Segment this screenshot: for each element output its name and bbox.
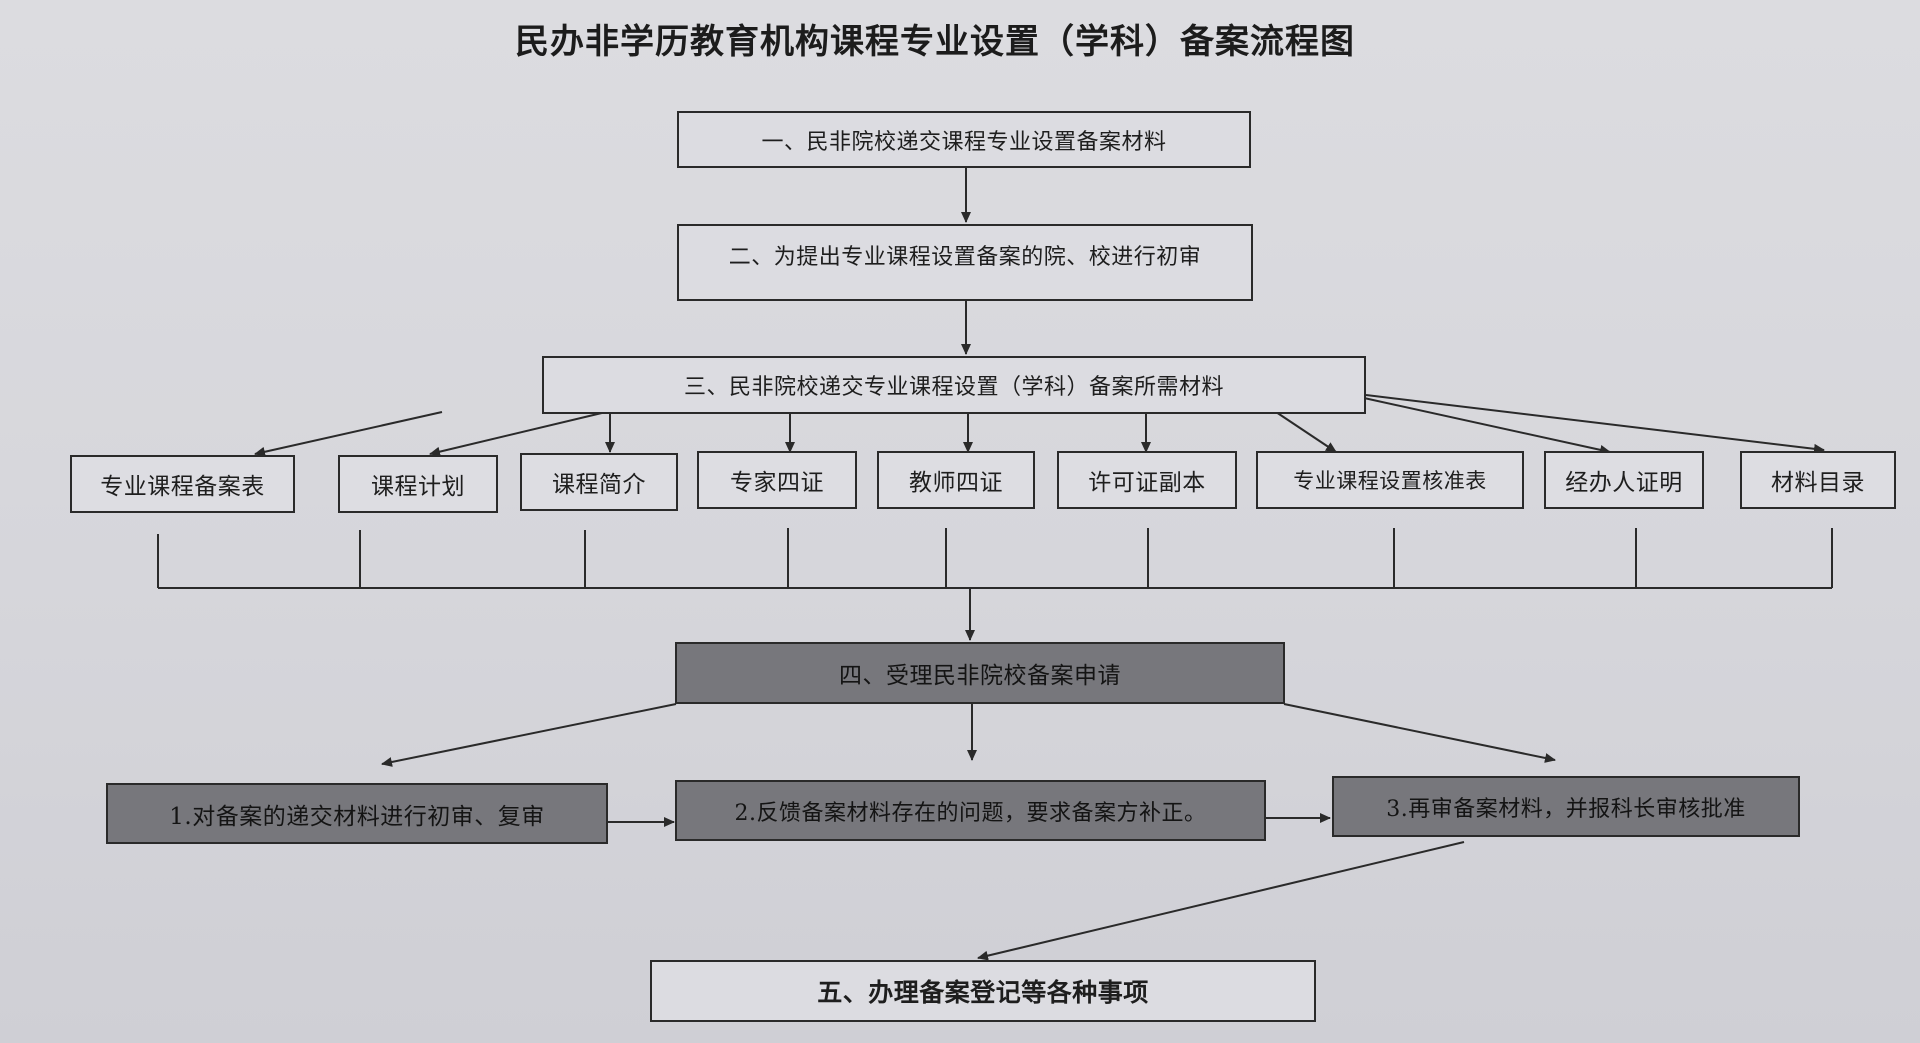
arrow-step3-doc-8 (1363, 397, 1611, 455)
step-3-box: 三、民非院校递交专业课程设置（学科）备案所需材料 (542, 356, 1366, 414)
step-1-label: 一、民非院校递交课程专业设置备案材料 (761, 129, 1167, 155)
document-box-8: 经办人证明 (1544, 451, 1704, 509)
step-3-label: 三、民非院校递交专业课程设置（学科）备案所需材料 (683, 375, 1224, 400)
review-step-1-box: 1.对备案的递交材料进行初审、复审 (106, 783, 608, 844)
arrow-step3-doc-2 (429, 411, 607, 457)
document-box-6: 许可证副本 (1057, 451, 1237, 509)
document-label: 经办人证明 (1565, 470, 1683, 496)
document-label: 专家四证 (730, 470, 824, 496)
review-step-3-label: 3.再审备案材料，并报科长审核批准 (1386, 796, 1746, 822)
step-2-box: 二、为提出专业课程设置备案的院、校进行初审 (677, 224, 1253, 301)
arrow-step3-doc-7 (1275, 411, 1337, 453)
step-1-box: 一、民非院校递交课程专业设置备案材料 (677, 111, 1251, 168)
document-label: 材料目录 (1771, 470, 1865, 496)
review-step-2-label: 2.反馈备案材料存在的问题，要求备案方补正。 (734, 800, 1207, 826)
document-box-3: 课程简介 (520, 453, 678, 511)
document-label: 教师四证 (909, 470, 1003, 496)
document-box-2: 课程计划 (338, 455, 498, 513)
arrow-step3-doc-9 (1365, 394, 1825, 454)
page-title: 民办非学历教育机构课程专业设置（学科）备案流程图 (515, 22, 1355, 62)
document-box-5: 教师四证 (877, 451, 1035, 509)
step-4-box: 四、受理民非院校备案申请 (675, 642, 1285, 704)
document-label: 专业课程备案表 (100, 474, 265, 500)
review-step-2-box: 2.反馈备案材料存在的问题，要求备案方补正。 (675, 780, 1266, 841)
step-2-label: 二、为提出专业课程设置备案的院、校进行初审 (728, 245, 1202, 270)
document-box-1: 专业课程备案表 (70, 455, 295, 513)
step-5-label: 五、办理备案登记等各种事项 (817, 978, 1149, 1007)
document-label: 专业课程设置核准表 (1293, 469, 1487, 493)
document-box-4: 专家四证 (697, 451, 857, 509)
step-5-box: 五、办理备案登记等各种事项 (650, 960, 1316, 1022)
document-label: 课程计划 (371, 474, 465, 500)
arrow-step4-review-3 (1283, 703, 1556, 763)
document-label: 许可证副本 (1088, 470, 1206, 496)
document-box-7: 专业课程设置核准表 (1256, 451, 1524, 509)
review-step-1-label: 1.对备案的递交材料进行初审、复审 (169, 803, 545, 830)
review-step-3-box: 3.再审备案材料，并报科长审核批准 (1332, 776, 1800, 837)
arrow-review3-step5 (977, 841, 1465, 961)
arrow-step3-doc-1 (254, 411, 443, 457)
document-label: 课程简介 (552, 472, 646, 498)
arrow-step4-review-1 (381, 703, 677, 767)
document-box-9: 材料目录 (1740, 451, 1896, 509)
step-4-label: 四、受理民非院校备案申请 (839, 663, 1121, 689)
